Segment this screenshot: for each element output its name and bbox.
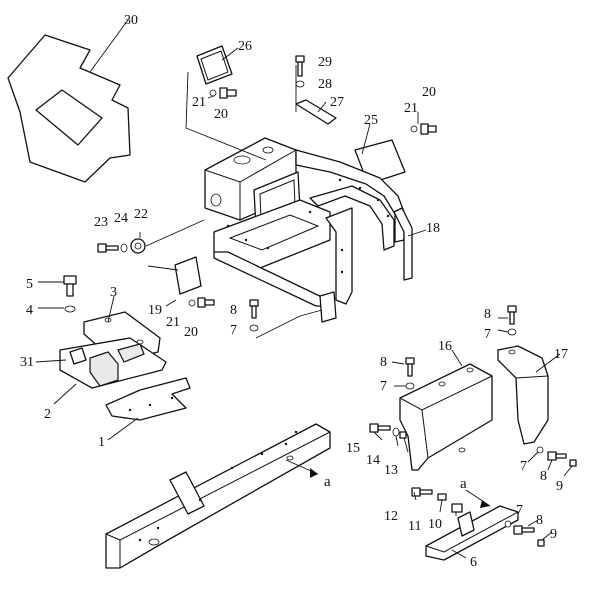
callout-15: 15 [346, 441, 360, 456]
callout-8: 8 [484, 307, 491, 322]
bolt-5 [63, 275, 77, 297]
cap-22 [130, 238, 146, 254]
callout-20: 20 [422, 85, 436, 100]
callout-7: 7 [230, 323, 237, 338]
callout-7: 7 [380, 379, 387, 394]
part-10 [451, 503, 463, 513]
washer-24 [120, 243, 128, 253]
callout-8: 8 [536, 513, 543, 528]
callout-labels: 30 26 21 20 29 28 27 25 21 20 18 23 24 2… [20, 13, 568, 570]
callout-7: 7 [520, 459, 527, 474]
bolt-8-lower [504, 520, 535, 535]
callout-10: 10 [428, 517, 442, 532]
washer-4 [64, 305, 76, 313]
part-11 [437, 493, 447, 501]
bolt-29 [295, 55, 305, 77]
callout-31: 31 [20, 355, 34, 370]
marker-a-beam: a [324, 474, 331, 490]
nut-9-lower [537, 539, 545, 547]
marker-a-bracket: a [460, 476, 467, 492]
callout-13: 13 [384, 463, 398, 478]
callout-2: 2 [44, 407, 51, 422]
callout-11: 11 [408, 519, 421, 534]
part-18-strip [393, 207, 413, 281]
callout-27: 27 [330, 95, 344, 110]
callout-23: 23 [94, 215, 108, 230]
callout-25: 25 [364, 113, 378, 128]
bolt-8-mid [405, 357, 415, 390]
callout-9: 9 [550, 527, 557, 542]
callout-14: 14 [366, 453, 380, 468]
callout-21: 21 [404, 101, 418, 116]
callout-8: 8 [540, 469, 547, 484]
leader-lines [35, 19, 573, 559]
nut-9-right [569, 459, 577, 467]
callout-7: 7 [516, 503, 523, 518]
bolt-20-right [410, 123, 437, 135]
callout-12: 12 [384, 509, 398, 524]
main-frame [204, 137, 405, 323]
bolt-8-right [536, 446, 567, 461]
callout-17: 17 [554, 347, 568, 362]
washer-14 [392, 427, 400, 437]
part-30-cover-sheet [7, 34, 131, 183]
bolt-12 [411, 487, 433, 497]
callout-20: 20 [184, 325, 198, 340]
callout-30: 30 [124, 13, 138, 28]
long-beam [105, 423, 331, 569]
callout-8: 8 [380, 355, 387, 370]
callout-3: 3 [110, 285, 117, 300]
callout-26: 26 [238, 39, 252, 54]
bracket-27 [295, 99, 337, 125]
callout-28: 28 [318, 77, 332, 92]
callout-19: 19 [148, 303, 162, 318]
part-26-plate [196, 45, 233, 85]
arrow-a-beam [285, 459, 319, 478]
callout-1: 1 [98, 435, 105, 450]
part-16-cover [399, 363, 493, 471]
callout-6: 6 [470, 555, 477, 570]
bolt-20-top [209, 87, 237, 99]
callout-21: 21 [192, 95, 206, 110]
callout-9: 9 [556, 479, 563, 494]
callout-16: 16 [438, 339, 452, 354]
nut-13 [399, 431, 407, 439]
callout-4: 4 [26, 303, 33, 318]
callout-29: 29 [318, 55, 332, 70]
callout-20: 20 [214, 107, 228, 122]
part-2-base [59, 337, 167, 389]
callout-24: 24 [114, 211, 128, 226]
bolt-15 [369, 423, 391, 433]
washer-28 [295, 80, 305, 88]
callout-5: 5 [26, 277, 33, 292]
bolt-8-frame [249, 299, 259, 332]
part-1-plate [105, 377, 191, 421]
bolt-20-left [188, 297, 215, 308]
part-17-cover [497, 345, 549, 445]
callout-8: 8 [230, 303, 237, 318]
callout-18: 18 [426, 221, 440, 236]
part-6-bracket [425, 505, 519, 561]
callout-7: 7 [484, 327, 491, 342]
callout-21: 21 [166, 315, 180, 330]
part-19-plate [174, 256, 202, 295]
arrow-a-bracket [465, 489, 491, 508]
bolt-8-upper-right [507, 305, 517, 336]
bolt-23 [97, 243, 119, 253]
callout-22: 22 [134, 207, 148, 222]
